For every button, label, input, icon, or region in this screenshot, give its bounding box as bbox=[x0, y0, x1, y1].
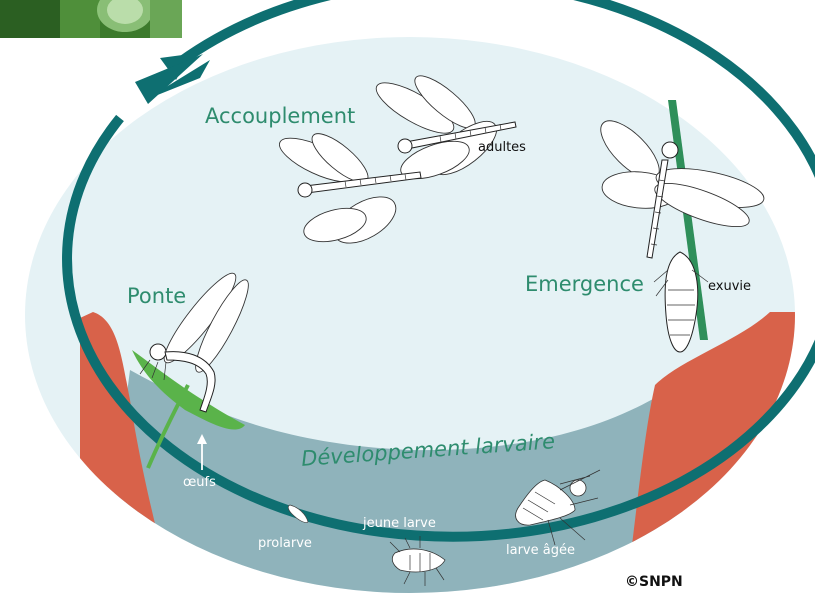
label-adults: adultes bbox=[478, 140, 526, 155]
label-exuvia: exuvie bbox=[708, 279, 751, 294]
label-young-larva: jeune larve bbox=[362, 516, 436, 531]
dragonfly-photo-thumbnail bbox=[0, 0, 182, 38]
label-old-larva: larve âgée bbox=[506, 543, 575, 558]
credit-label: ©SNPN bbox=[625, 574, 683, 590]
label-eggs: œufs bbox=[183, 475, 216, 490]
stage-label-mating: Accouplement bbox=[205, 104, 355, 128]
stage-label-emergence: Emergence bbox=[525, 272, 644, 296]
stage-label-laying: Ponte bbox=[127, 284, 186, 308]
label-prolarva: prolarve bbox=[258, 536, 312, 551]
